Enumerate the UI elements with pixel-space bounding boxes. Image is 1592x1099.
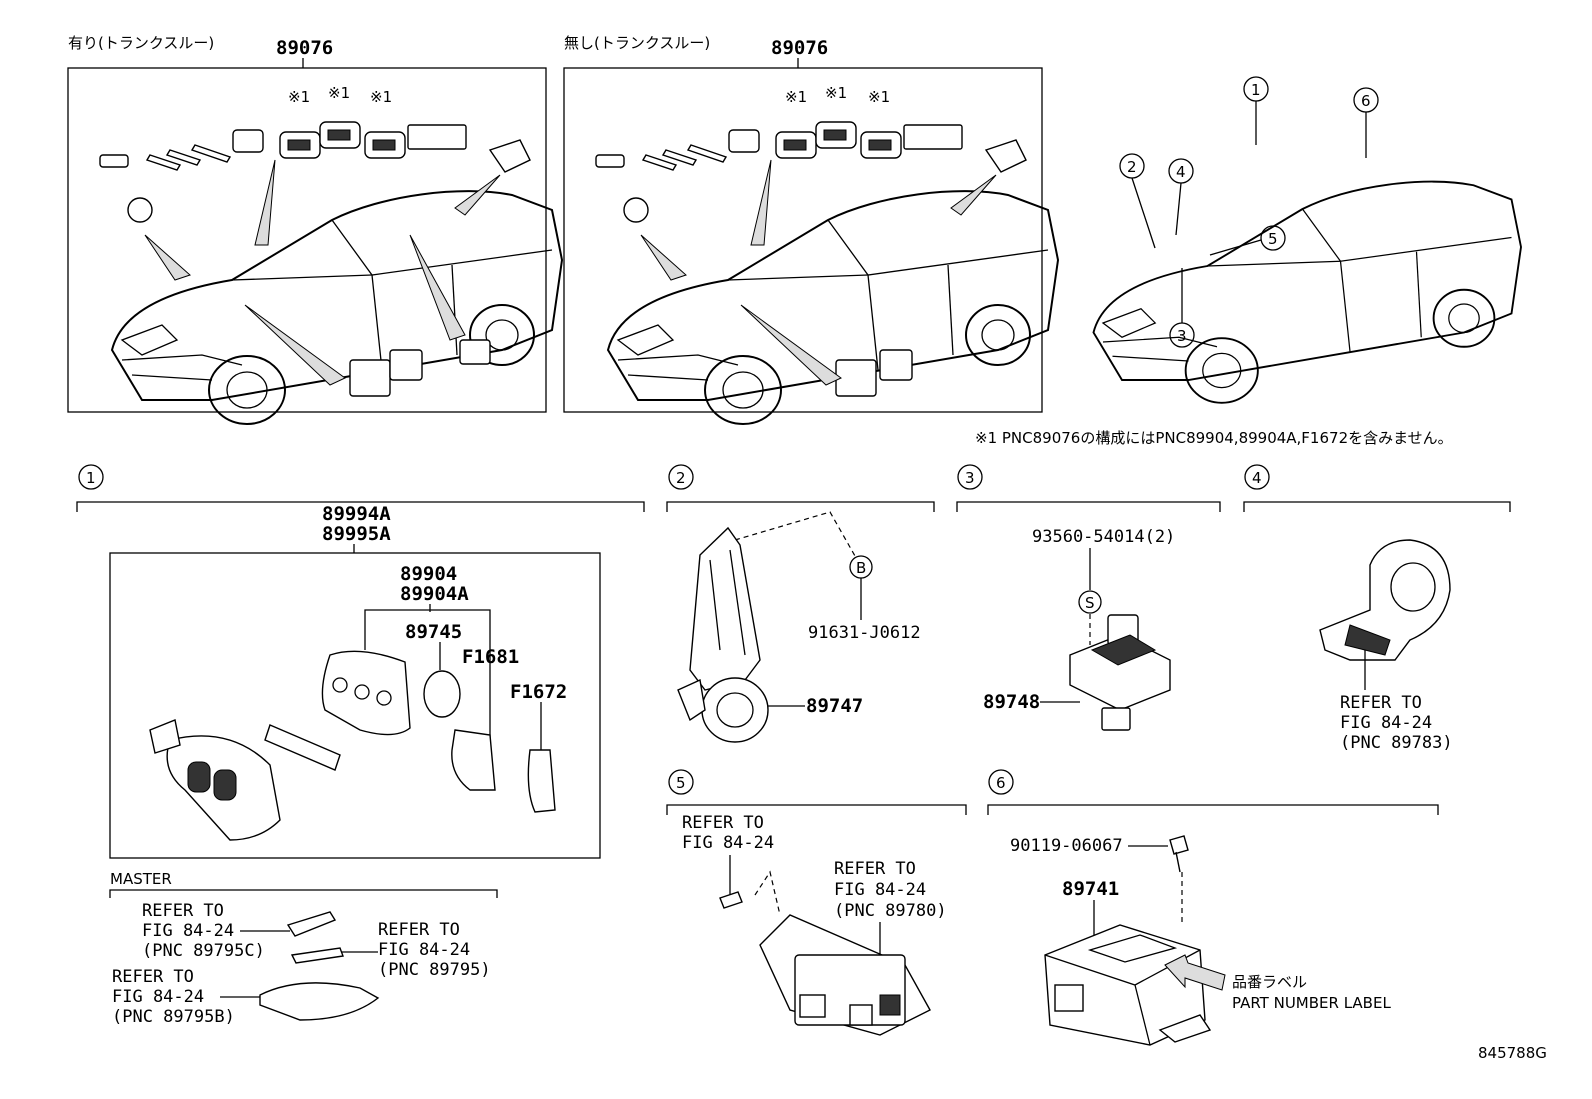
part-number: 89741	[1062, 878, 1119, 900]
key-fob-illustrations	[623, 121, 1027, 397]
part-number: F1681	[462, 646, 519, 668]
ignition-switch-illustration	[1319, 539, 1451, 661]
part-number: F1672	[510, 681, 567, 703]
part-number: 89995A	[322, 523, 391, 545]
part-number: 89904	[400, 563, 457, 585]
car-illustration	[607, 190, 1059, 425]
panel-heading-with-trunk-through: 有り(トランクスルー)	[68, 34, 214, 52]
marker-b: B	[856, 559, 866, 577]
section-number: 6	[996, 774, 1006, 792]
locator-callout-3: 3	[1169, 268, 1195, 348]
locator-callout-6: 6	[1353, 87, 1379, 158]
smart-key-illustration	[149, 719, 341, 841]
section-number: 3	[965, 469, 975, 487]
svg-text:FIG 84-24: FIG 84-24	[142, 921, 234, 941]
panel-pnc-label: 89076	[276, 37, 333, 59]
part-number: 89994A	[322, 503, 391, 525]
car-illustration	[111, 190, 563, 425]
svg-text:4: 4	[1176, 163, 1186, 181]
svg-text:REFER TO: REFER TO	[682, 813, 764, 833]
footnote: ※1 PNC89076の構成にはPNC89904,89904A,F1672を含み…	[975, 429, 1453, 447]
svg-text:FIG 84-24: FIG 84-24	[834, 880, 926, 900]
ref-89795: REFER TO FIG 84-24 (PNC 89795)	[290, 920, 491, 980]
svg-text:(PNC 89795C): (PNC 89795C)	[142, 941, 265, 961]
locator-callout-2: 2	[1119, 153, 1156, 249]
part-number: 89748	[983, 691, 1040, 713]
holder-illustration	[451, 729, 496, 791]
svg-text:(PNC 89795): (PNC 89795)	[378, 960, 491, 980]
ecu-illustration	[1044, 924, 1212, 1046]
top-middle-panel: 無し(トランクスルー) 89076 ※1 ※1 ※1	[563, 34, 1059, 425]
svg-text:(PNC 89783): (PNC 89783)	[1340, 733, 1453, 753]
svg-text:6: 6	[1361, 92, 1371, 110]
section-4: 4 REFER TO FIG 84-24 (PNC 89783)	[1243, 464, 1511, 753]
section-number: 4	[1252, 469, 1262, 487]
marker-s: S	[1085, 594, 1095, 612]
locator-callout-5: 5	[1209, 225, 1286, 256]
ref-89795c: REFER TO FIG 84-24 (PNC 89795C)	[142, 901, 337, 961]
note-mark: ※1	[825, 84, 847, 102]
note-mark: ※1	[785, 88, 807, 106]
drawing-code: 845788G	[1478, 1044, 1547, 1062]
small-parts-illustration	[595, 144, 727, 171]
svg-text:2: 2	[1127, 158, 1137, 176]
part-number: 90119-06067	[1010, 836, 1123, 856]
section-3: 3 93560-54014(2) S 89748	[956, 464, 1221, 731]
ref-89795b: REFER TO FIG 84-24 (PNC 89795B)	[112, 967, 380, 1027]
svg-text:REFER TO: REFER TO	[142, 901, 224, 921]
module-illustration	[759, 914, 931, 1036]
svg-text:REFER TO: REFER TO	[112, 967, 194, 987]
top-left-panel: 有り(トランクスルー) 89076 ※1 ※1 ※1	[67, 34, 563, 425]
locator-callout-4: 4	[1168, 158, 1194, 236]
svg-text:REFER TO: REFER TO	[1340, 693, 1422, 713]
section-number: 2	[676, 469, 686, 487]
panel-heading-without-trunk-through: 無し(トランクスルー)	[564, 34, 710, 52]
battery-illustration	[423, 670, 461, 718]
svg-text:REFER TO: REFER TO	[834, 859, 916, 879]
locator-car: 1 2 3 4 5 6	[1092, 76, 1522, 404]
part-number: 89747	[806, 695, 863, 717]
locator-callout-1: 1	[1243, 76, 1269, 145]
svg-text:FIG 84-24: FIG 84-24	[112, 987, 204, 1007]
bolt-illustration	[719, 891, 743, 909]
arrow-icon	[1164, 954, 1226, 991]
emergency-key-illustration	[527, 749, 556, 813]
svg-text:FIG 84-24: FIG 84-24	[1340, 713, 1432, 733]
svg-text:5: 5	[1268, 230, 1278, 248]
panel-pnc-label: 89076	[771, 37, 828, 59]
section-2: 2 B 91631-J0612 89747	[666, 464, 935, 743]
part-number: 89904A	[400, 583, 469, 605]
master-title: MASTER	[110, 870, 172, 888]
section-6: 6 90119-06067 89741 品番ラベル PART NUMBER LA…	[987, 769, 1439, 1046]
svg-text:FIG 84-24: FIG 84-24	[682, 833, 774, 853]
key-fob-illustrations	[127, 121, 531, 397]
part-number: 93560-54014(2)	[1032, 527, 1175, 547]
svg-text:1: 1	[1251, 81, 1261, 99]
label-jp: 品番ラベル	[1232, 973, 1307, 991]
svg-text:REFER TO: REFER TO	[378, 920, 460, 940]
note-mark: ※1	[868, 88, 890, 106]
part-number: 91631-J0612	[808, 623, 921, 643]
svg-text:3: 3	[1177, 327, 1187, 345]
part-number: 89745	[405, 621, 462, 643]
section-1: 1 89994A 89995A 89904 89904A 89745 F1681…	[76, 464, 645, 1027]
note-mark: ※1	[328, 84, 350, 102]
key-cover-illustration	[321, 650, 411, 736]
section-5: 5 REFER TO FIG 84-24 REFER TO FIG 84-24 …	[666, 769, 967, 1036]
screw-illustration	[1169, 835, 1189, 873]
svg-text:(PNC 89780): (PNC 89780)	[834, 901, 947, 921]
svg-text:FIG 84-24: FIG 84-24	[378, 940, 470, 960]
section-number: 5	[676, 774, 686, 792]
note-mark: ※1	[370, 88, 392, 106]
switch-illustration	[1069, 614, 1171, 731]
section-number: 1	[86, 469, 96, 487]
small-parts-illustration	[99, 144, 231, 171]
sensor-bracket-illustration	[677, 526, 769, 743]
svg-text:(PNC 89795B): (PNC 89795B)	[112, 1007, 235, 1027]
note-mark: ※1	[288, 88, 310, 106]
label-en: PART NUMBER LABEL	[1232, 994, 1391, 1012]
